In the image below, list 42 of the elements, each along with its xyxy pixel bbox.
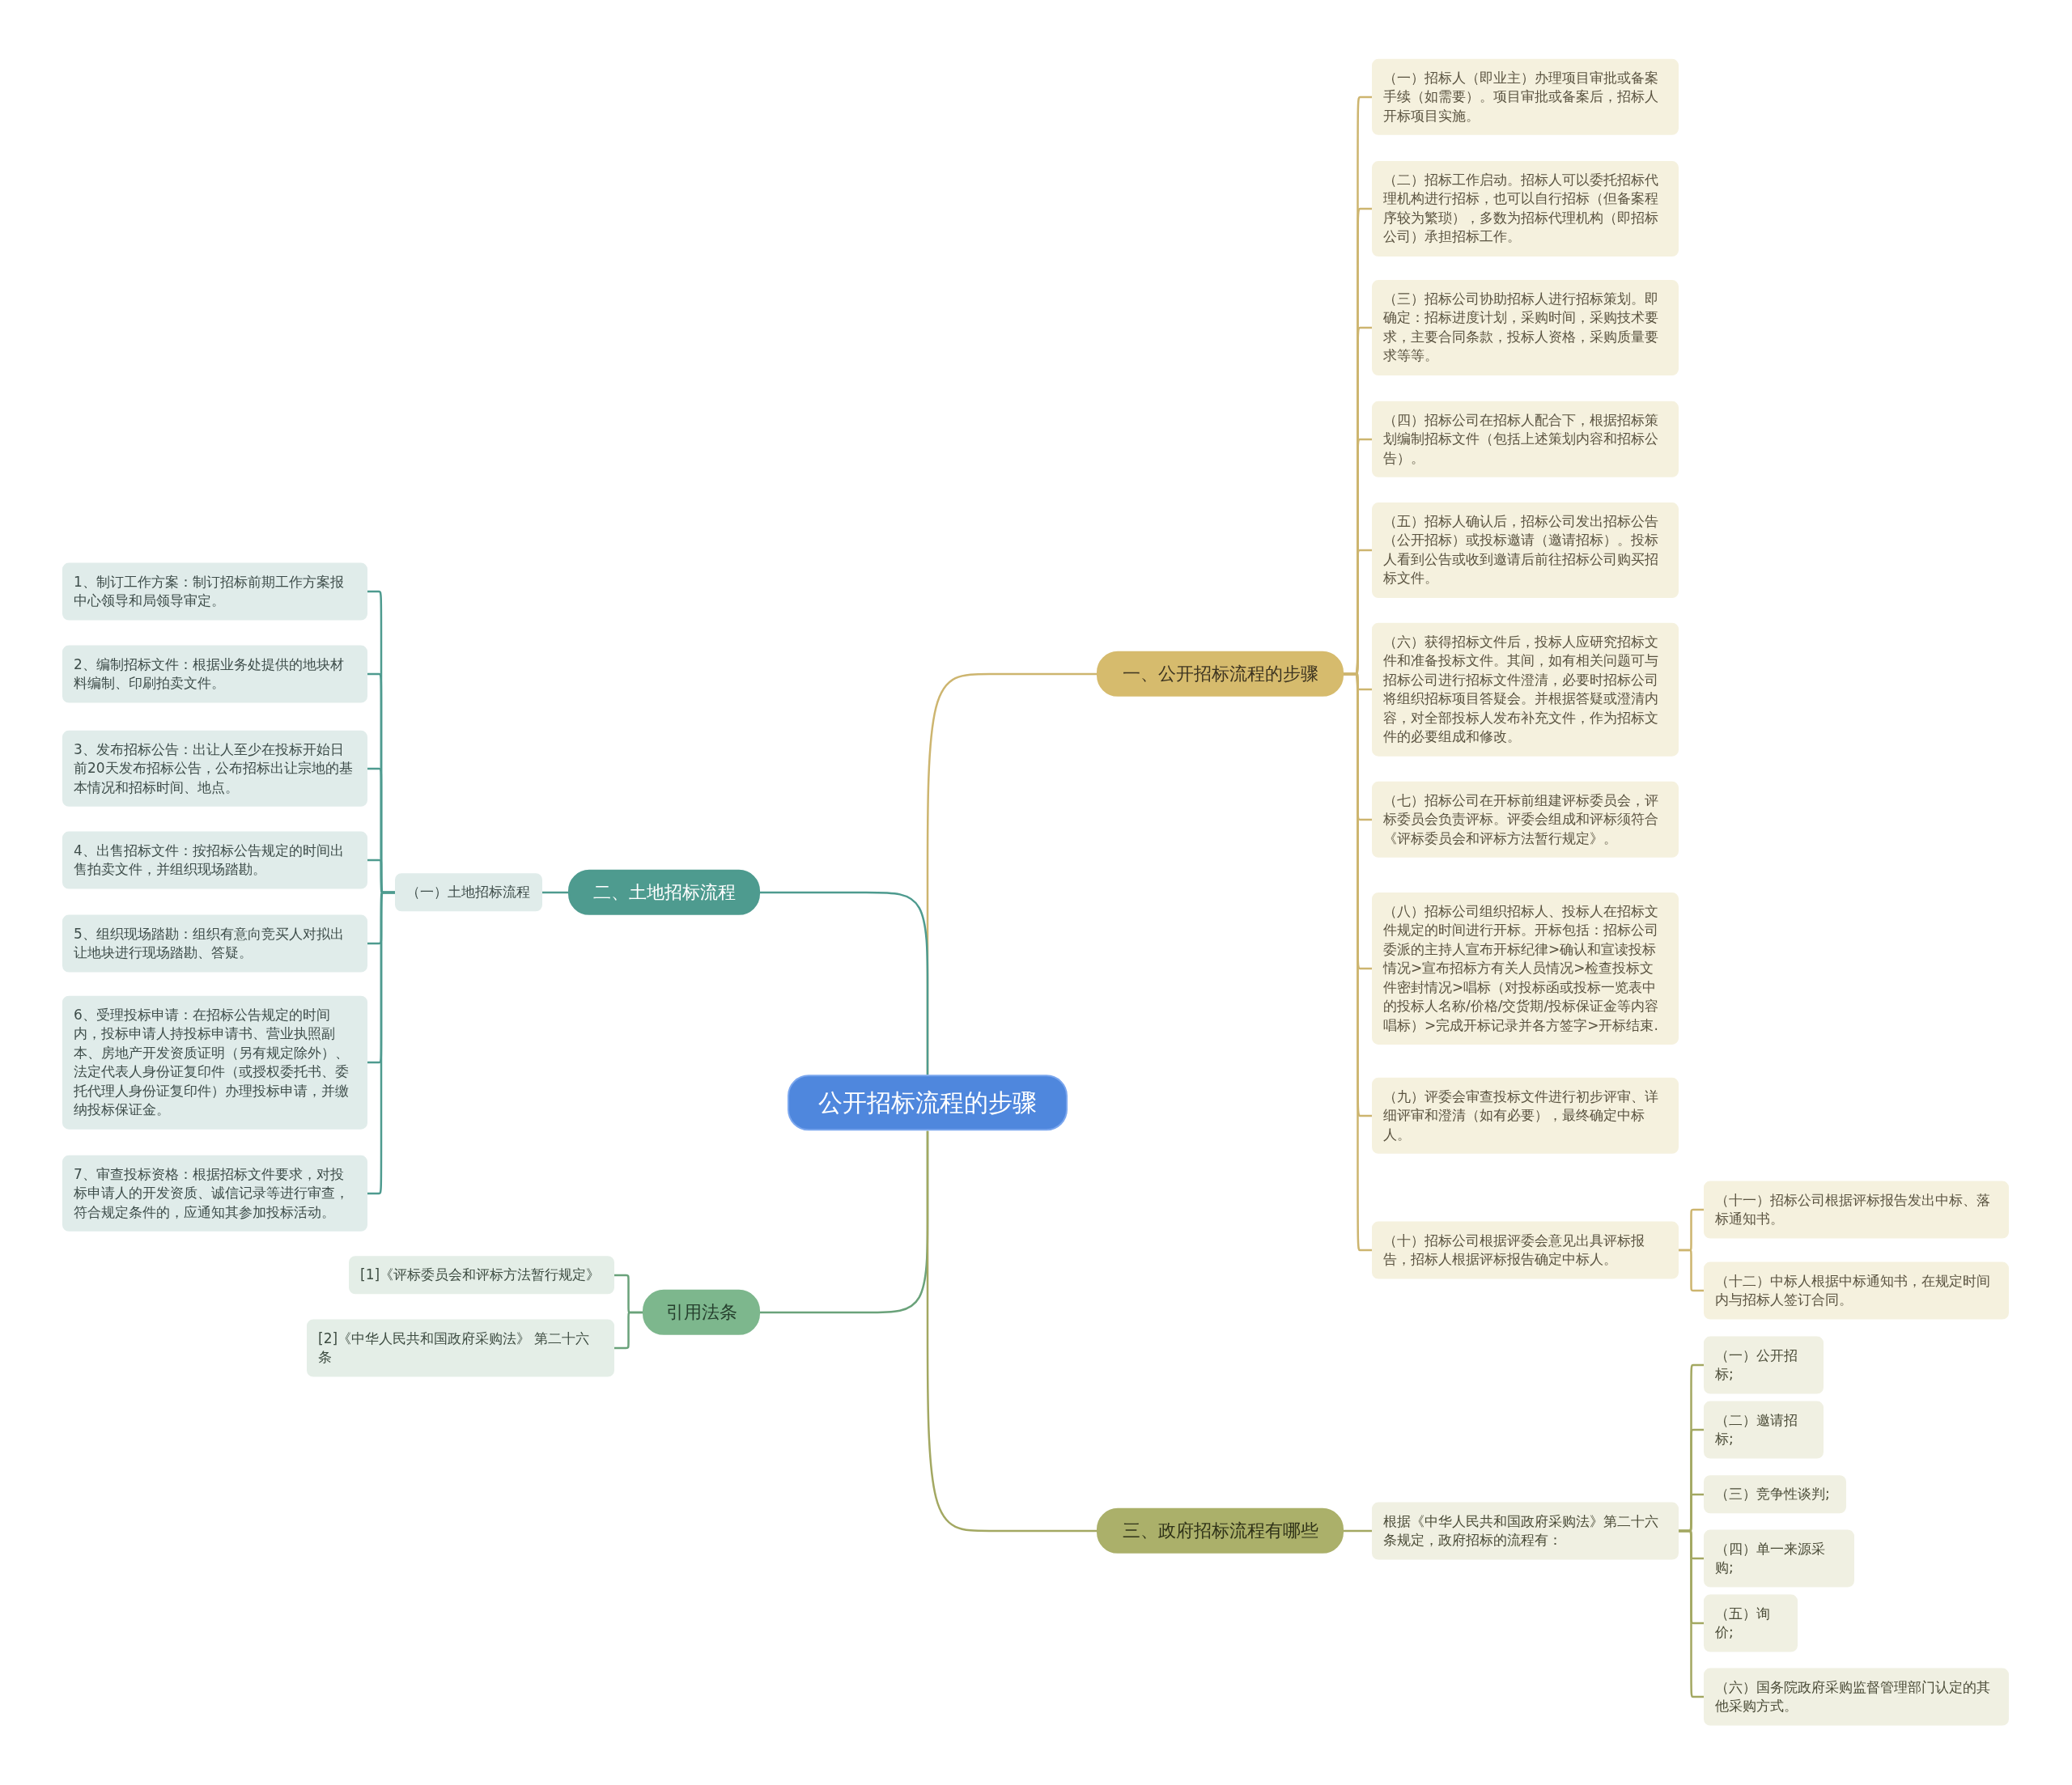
topic-card: 3、发布招标公告：出让人至少在投标开始日前20天发布招标公告，公布招标出让宗地的基本情况和招标时间、地点。 (62, 730, 367, 808)
topic-card: 4、出售招标文件：按招标公告规定的时间出售拍卖文件，并组织现场踏勘。 (62, 831, 367, 889)
connector-line (1679, 1529, 1704, 1698)
topic-card: （五）招标人确认后，招标公司发出招标公告（公开招标）或投标邀请（邀请招标）。投标人看到公告或收到邀请后前往招标公司购买招标文件。 (1372, 502, 1679, 598)
connector-line (1679, 1249, 1704, 1292)
branch-topic: 二、土地招标流程 (568, 869, 760, 916)
topic-card: 5、组织现场踏勘：组织有意向竞买人对拟出让地块进行现场踏勘、答疑。 (62, 914, 367, 973)
connector-line (542, 891, 568, 894)
branch-topic: 一、公开招标流程的步骤 (1097, 651, 1344, 697)
topic-card: （一）土地招标流程 (395, 873, 542, 912)
topic-card: （三）招标公司协助招标人进行招标策划。即确定：招标进度计划，采购时间，采购技术要求，主要合同条款，投标人资格，采购质量要求等等。 (1372, 280, 1679, 375)
topic-card: （七）招标公司在开标前组建评标委员会，评标委员会负责评标。评委会组成和评标须符合《评标委员会和评标方法暂行规定》。 (1372, 781, 1679, 859)
topic-card: （二）招标工作启动。招标人可以委托招标代理机构进行招标，也可以自行招标（但备案程序较为繁琐），多数为招标代理机构（即招标公司）承担招标工作。 (1372, 161, 1679, 257)
topic-card: （九）评委会审查投标文件进行初步评审、详细评审和澄清（如有必要），最终确定中标人。 (1372, 1077, 1679, 1155)
connector-line (367, 891, 395, 1195)
topic-card: （四）招标公司在招标人配合下，根据招标策划编制招标文件（包括上述策划内容和招标公告）。 (1372, 401, 1679, 478)
topic-card: （一）招标人（即业主）办理项目审批或备案手续（如需要）。项目审批或备案后，招标人开标项目实施。 (1372, 58, 1679, 136)
topic-card: （八）招标公司组织招标人、投标人在招标文件规定的时间进行开标。开标包括：招标公司委派的主持人宣布开标纪律>确认和宣读投标情况>宣布招标方有关人员情况>检查投标文件密封情况>唱标（对投标函或投标一览表中的投标人名称/价格/交货期/投标保证金等内容唱标）>完成开标记录并各方签字>开标结束. (1372, 892, 1679, 1045)
connector-line (614, 1311, 643, 1350)
topic-card: 1、制订工作方案：制订招标前期工作方案报中心领导和局领导审定。 (62, 562, 367, 621)
topic-card: [1]《评标委员会和评标方法暂行规定》 (349, 1256, 614, 1295)
topic-card: 7、审查投标资格：根据招标文件要求，对投标申请人的开发资质、诚信记录等进行审查，符合规定条件的，应通知其参加投标活动。 (62, 1155, 367, 1232)
connector-line (1344, 1529, 1372, 1533)
topic-card: （六）获得招标文件后，投标人应研究招标文件和准备投标文件。其间，如有相关问题可与招标公司进行招标文件澄清，必要时招标公司将组织招标项目答疑会。并根据答疑或澄清内容，对全部投标人发布补充文件，作为招标文件的必要组成和修改。 (1372, 622, 1679, 757)
topic-card: 2、编制招标文件：根据业务处提供的地块材料编制、印刷拍卖文件。 (62, 645, 367, 703)
topic-card: （三）竞争性谈判; (1704, 1475, 1846, 1514)
connector-line (760, 891, 929, 1075)
topic-card: （五）询价; (1704, 1594, 1798, 1652)
topic-card: （二）邀请招标; (1704, 1401, 1824, 1459)
topic-card: （十一）招标公司根据评标报告发出中标、落标通知书。 (1704, 1181, 2009, 1239)
connector-line (926, 1130, 1097, 1533)
topic-card: （十二）中标人根据中标通知书，在规定时间内与招标人签订合同。 (1704, 1261, 2009, 1320)
topic-card: 根据《中华人民共和国政府采购法》第二十六条规定，政府招标的流程有： (1372, 1502, 1679, 1560)
central-topic: 公开招标流程的步骤 (788, 1075, 1068, 1131)
topic-card: （六）国务院政府采购监督管理部门认定的其他采购方式。 (1704, 1668, 2009, 1726)
topic-card: （十）招标公司根据评委会意见出具评标报告，招标人根据评标报告确定中标人。 (1372, 1221, 1679, 1279)
topic-card: （一）公开招标; (1704, 1336, 1824, 1394)
topic-card: [2]《中华人民共和国政府采购法》 第二十六条 (307, 1319, 614, 1377)
branch-topic: 引用法条 (643, 1289, 760, 1336)
topic-card: （四）单一来源采购; (1704, 1529, 1854, 1588)
topic-card: 6、受理投标申请：在招标公告规定的时间内，投标申请人持投标申请书、营业执照副本、房地产开发资质证明（另有规定除外）、法定代表人身份证复印件（或授权委托书、委托代理人身份证复印件）办理投标申请，并缴纳投标保证金。 (62, 995, 367, 1130)
branch-topic: 三、政府招标流程有哪些 (1097, 1507, 1344, 1554)
